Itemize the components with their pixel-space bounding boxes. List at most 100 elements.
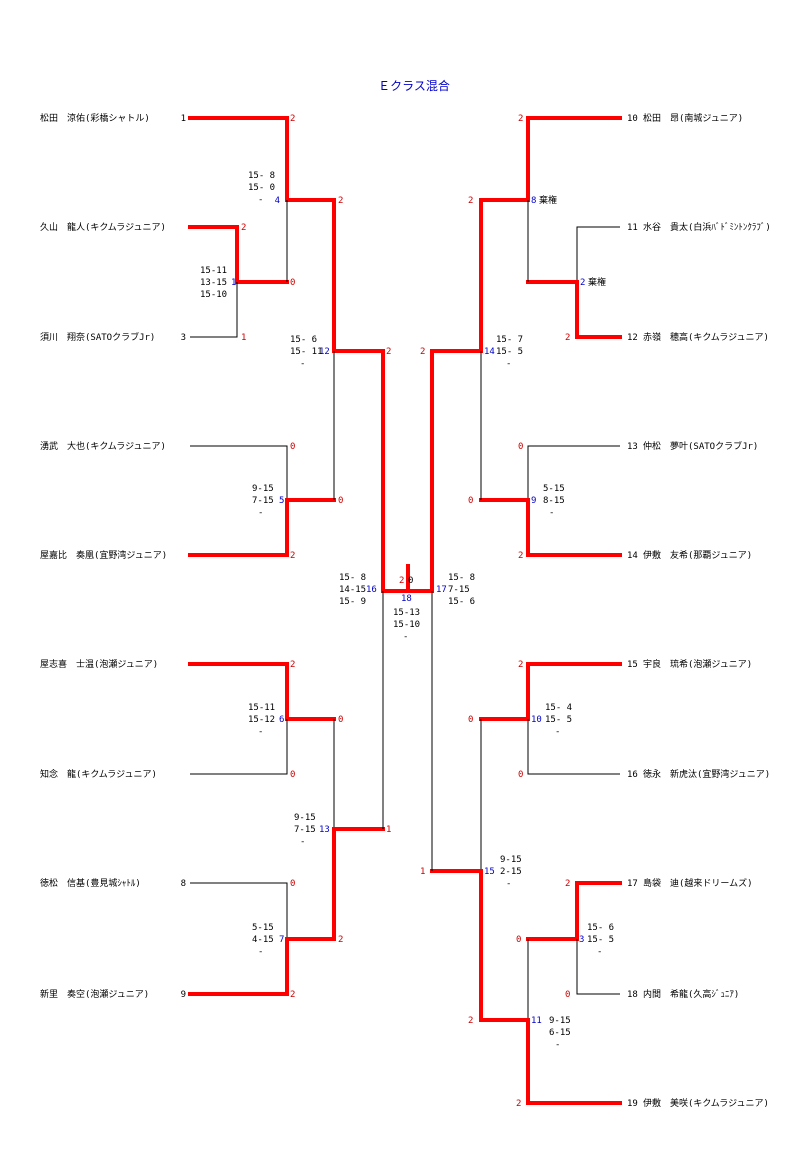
game-count: 1 xyxy=(386,825,391,835)
player-seed: 8 xyxy=(181,879,186,889)
right-matches: 2 8 棄権 2 2 棄権 2 0 14 15- 7 15- 5 - 0 2 9… xyxy=(420,114,614,1109)
player-seed: 18 xyxy=(627,990,638,1000)
match-number: 6 xyxy=(279,715,284,725)
player-name: 久山 龍人(キクムラジュニア) xyxy=(40,221,166,233)
match-score: 8-15 xyxy=(543,496,565,506)
line-m1-p3 xyxy=(190,282,238,338)
match-score: 15-10 xyxy=(393,620,420,630)
match-score: 15-12 xyxy=(248,715,275,725)
player-seed: 11 xyxy=(627,223,638,233)
match-number: 1 xyxy=(231,278,236,288)
match-score: - xyxy=(555,1040,560,1050)
game-count: 2 xyxy=(290,114,295,124)
line-p16 xyxy=(527,719,620,775)
match-score: 15- 5 xyxy=(496,347,523,357)
game-count: 0 xyxy=(518,770,523,780)
line-p8 xyxy=(190,882,288,939)
player-name: 須川 翔奈(SATOクラブJr) xyxy=(40,331,155,343)
match-score: - xyxy=(258,727,263,737)
line-p15 xyxy=(479,662,622,721)
player-name: 松田 昂(南城ジュニア) xyxy=(643,112,743,124)
player-seed: 3 xyxy=(181,333,186,343)
match-number: 3 xyxy=(579,935,584,945)
player-seed: 15 xyxy=(627,660,638,670)
player-name: 徳永 新虎汰(宜野湾ジュニア) xyxy=(643,768,770,780)
player-name: 屋志喜 士温(泡瀬ジュニア) xyxy=(40,658,158,670)
line-p1 xyxy=(188,116,289,202)
line-p13 xyxy=(527,445,620,500)
match-number: 7 xyxy=(279,935,284,945)
left-bracket-lines xyxy=(188,116,410,996)
match-score: - xyxy=(258,508,263,518)
match-number: 13 xyxy=(319,825,330,835)
line-p18 xyxy=(576,939,620,995)
match-score: - xyxy=(300,359,305,369)
game-count: 2 xyxy=(516,1099,521,1109)
line-m8-win xyxy=(479,198,530,353)
match-number: 14 xyxy=(484,347,495,357)
match-score: 15- 7 xyxy=(496,335,523,345)
line-m12-win xyxy=(332,349,385,593)
player-name: 伊敷 友希(那覇ジュニア) xyxy=(643,549,752,561)
player-name: 屋嘉比 奏凰(宜野湾ジュニア) xyxy=(40,549,167,561)
match-score: - xyxy=(258,195,263,205)
match-score: 9-15 xyxy=(549,1016,571,1026)
game-count: 2 xyxy=(468,196,473,206)
match-score: 15- 6 xyxy=(587,923,614,933)
player-name: 内間 希龍(久高ｼﾞｭﾆｱ) xyxy=(643,988,739,1000)
player-seed: 9 xyxy=(181,990,186,1000)
player-seed: 17 xyxy=(627,879,638,889)
match-score: 15- 6 xyxy=(290,335,317,345)
match-score: 2-15 xyxy=(500,867,522,877)
line-p5 xyxy=(188,498,336,557)
game-count: 0 xyxy=(290,442,295,452)
match-score: 4-15 xyxy=(252,935,274,945)
game-count: 2 xyxy=(290,660,295,670)
line-p19 xyxy=(479,1018,622,1105)
match-score: 9-15 xyxy=(252,484,274,494)
match-number: 9 xyxy=(531,496,536,506)
line-p11 xyxy=(576,226,620,282)
game-count: 2 xyxy=(518,551,523,561)
match-score: 15-13 xyxy=(393,608,420,618)
line-p2 xyxy=(188,225,289,284)
match-number: 11 xyxy=(531,1016,542,1026)
match-number: 8 xyxy=(531,196,536,206)
line-m4-win xyxy=(285,198,336,353)
left-players: 松田 涼佑(彩橋シャトル) 1 久山 龍人(キクムラジュニア) 須川 翔奈(SA… xyxy=(40,112,186,1000)
match-number: 15 xyxy=(484,867,495,877)
line-p9 xyxy=(188,937,336,996)
player-name: 水谷 貴太(白浜ﾊﾞﾄﾞﾐﾝﾄﾝｸﾗﾌﾞ) xyxy=(643,221,771,233)
game-count: 0 xyxy=(408,576,413,586)
walkover-label: 棄権 xyxy=(588,276,606,288)
match-score: 9-15 xyxy=(500,855,522,865)
game-count: 0 xyxy=(468,715,473,725)
walkover-label: 棄権 xyxy=(539,194,557,206)
game-count: 2 xyxy=(518,114,523,124)
player-seed: 10 xyxy=(627,114,638,124)
match-score: 15- 4 xyxy=(545,703,572,713)
player-name: 仲松 夢叶(SATOクラブJr) xyxy=(643,440,758,452)
match-score: - xyxy=(549,508,554,518)
match-score: 15- 8 xyxy=(248,171,275,181)
game-count: 0 xyxy=(290,879,295,889)
match-score: - xyxy=(300,837,305,847)
player-name: 宇良 琉希(泡瀬ジュニア) xyxy=(643,658,752,670)
match-score: 9-15 xyxy=(294,813,316,823)
left-matches: 2 0 4 15- 8 15- 0 - 2 1 1 15-11 13-15 15… xyxy=(200,114,391,1000)
match-score: - xyxy=(597,947,602,957)
match-score: 15-11 xyxy=(200,266,227,276)
game-count: 2 xyxy=(290,990,295,1000)
game-count: 1 xyxy=(241,333,246,343)
game-count: 2 xyxy=(420,347,425,357)
game-count: 2 xyxy=(338,935,343,945)
game-count: 0 xyxy=(338,496,343,506)
match-score: 15- 5 xyxy=(545,715,572,725)
match-number: 4 xyxy=(275,196,280,206)
match-score: 15- 0 xyxy=(248,183,275,193)
match-number: 2 xyxy=(580,278,585,288)
match-score: 15- 8 xyxy=(339,573,366,583)
match-score: 6-15 xyxy=(549,1028,571,1038)
game-count: 0 xyxy=(290,278,295,288)
